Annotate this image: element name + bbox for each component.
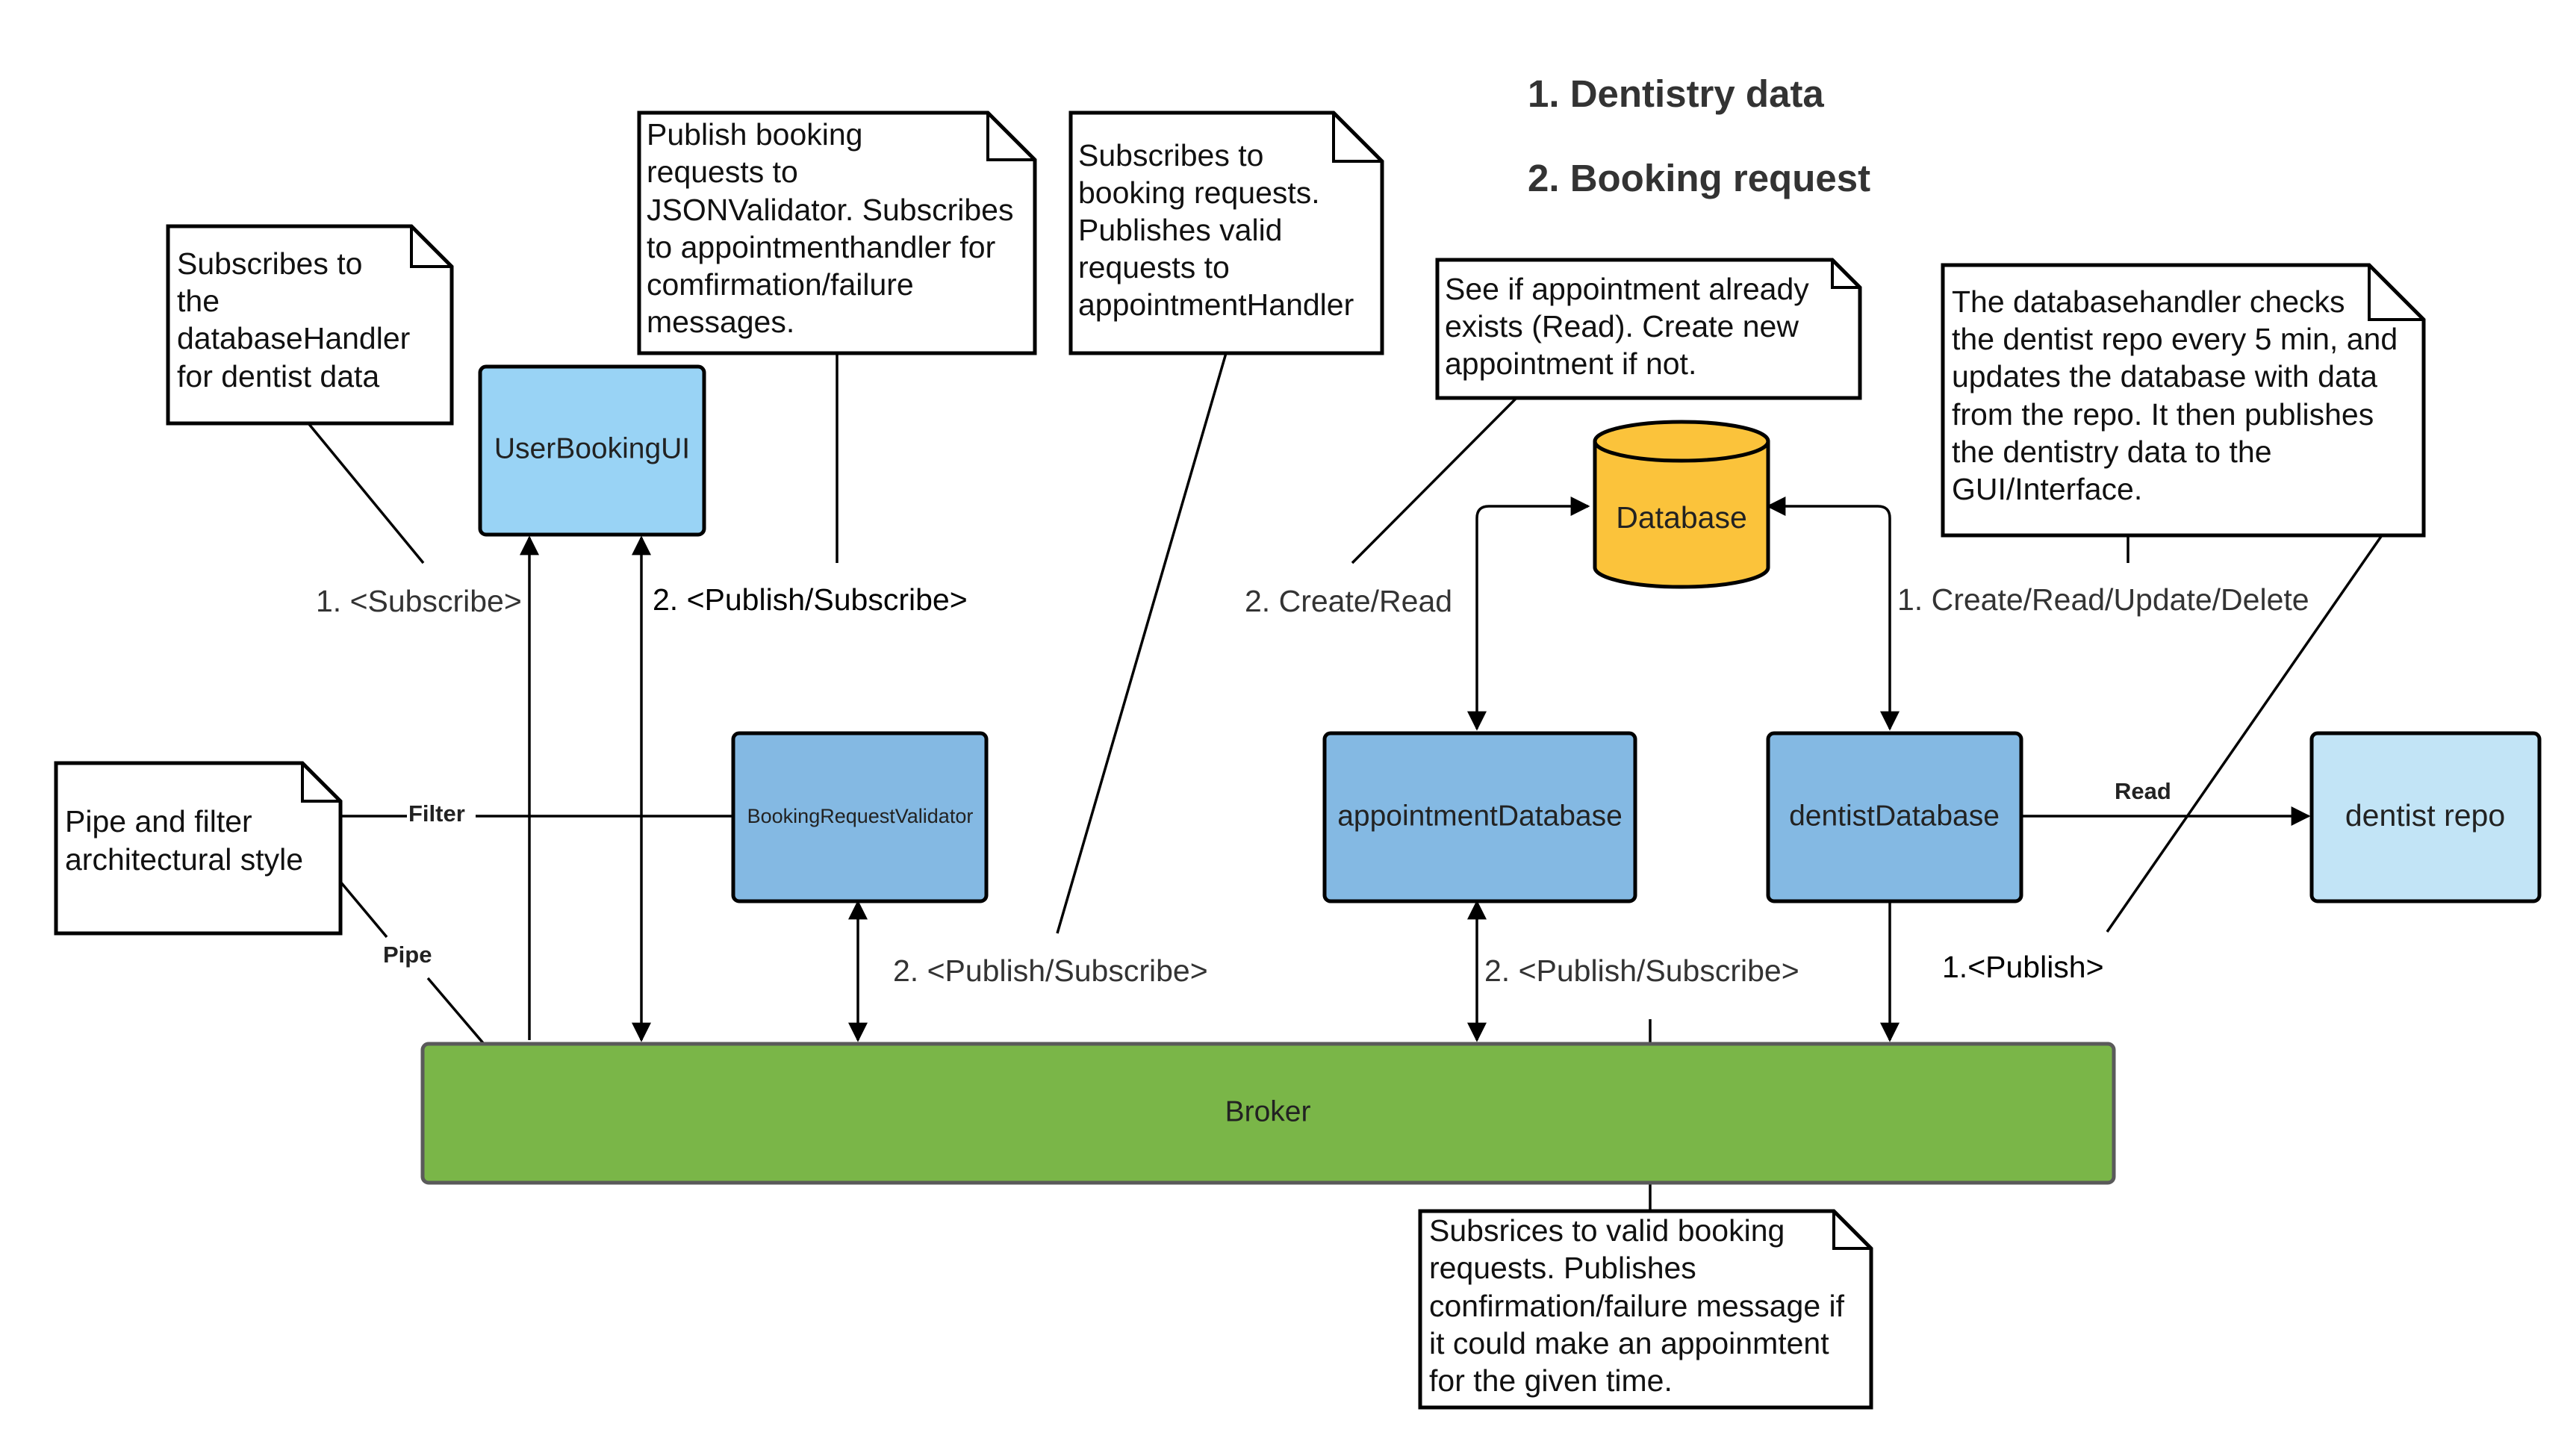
label-crud: 1. Create/Read/Update/Delete — [1897, 582, 2309, 617]
pipe-line-lower — [426, 977, 485, 1045]
note-line: requests to — [1078, 250, 1230, 284]
note-line: exists (Read). Create new — [1445, 309, 1799, 343]
note-line: comfirmation/failure — [647, 267, 914, 302]
database-label: Database — [1616, 500, 1747, 535]
database-cylinder — [1593, 420, 1770, 589]
note-text-pipe-filter: Pipe and filter architectural style — [65, 804, 303, 877]
note-text-appointment-read: See if appointment already exists (Read)… — [1445, 272, 1809, 381]
note-line: confirmation/failure message if — [1429, 1289, 1845, 1323]
note-appointment-read — [1435, 258, 1862, 400]
label-publish-subscribe-ui: 2. <Publish/Subscribe> — [653, 582, 968, 617]
note-leader-database-handler-b — [2106, 535, 2383, 933]
pipe-line-upper — [339, 880, 388, 939]
note-text-validator: Subscribes to booking requests. Publishe… — [1078, 138, 1354, 322]
broker-bar — [420, 1042, 2116, 1185]
note-line: it could make an appoinmtent — [1429, 1326, 1829, 1360]
note-leader-ui-subscribe — [307, 422, 425, 564]
note-pipe-filter — [54, 761, 343, 936]
note-line: from the repo. It then publishes — [1952, 397, 2374, 432]
note-line: the dentist repo every 5 min, and — [1952, 322, 2398, 356]
dentist-repo-label: dentist repo — [2345, 798, 2505, 833]
dentist-database-label: dentistDatabase — [1789, 800, 2000, 832]
booking-request-validator-label: BookingRequestValidator — [747, 805, 974, 827]
appointment-database-label: appointmentDatabase — [1337, 800, 1623, 832]
label-pipe: Pipe — [383, 942, 432, 968]
label-subscribe-ui: 1. <Subscribe> — [316, 584, 522, 618]
note-line: the — [177, 284, 220, 318]
broker-label: Broker — [1225, 1095, 1311, 1127]
note-line: Publishes valid — [1078, 213, 1283, 247]
heading-booking-request: 2. Booking request — [1528, 157, 1870, 199]
note-line: databaseHandler — [177, 321, 410, 355]
note-line: updates the database with data — [1952, 359, 2377, 393]
note-text-ui-subscribe: Subscribes to the databaseHandler for de… — [177, 246, 410, 393]
note-appointment-handler — [1418, 1209, 1873, 1410]
note-line: messages. — [647, 305, 794, 339]
note-line: booking requests. — [1078, 175, 1320, 210]
note-line: requests. Publishes — [1429, 1251, 1696, 1285]
database-dentist-arrow — [1766, 497, 1900, 731]
note-line: See if appointment already — [1445, 272, 1809, 306]
note-line: The databasehandler checks — [1952, 284, 2345, 319]
note-line: for dentist data — [177, 359, 379, 393]
note-line: Subscribes to — [1078, 138, 1263, 172]
note-line: GUI/Interface. — [1952, 472, 2142, 506]
user-booking-ui-box — [478, 364, 706, 537]
note-line: Publish booking — [647, 117, 862, 152]
dentist-repo-box — [2309, 731, 2542, 903]
label-publish-subscribe-validator: 2. <Publish/Subscribe> — [893, 953, 1208, 988]
note-line: Subscribes to — [177, 246, 362, 281]
note-text-ui-publish: Publish booking requests to JSONValidato… — [647, 117, 1013, 339]
label-read: Read — [2115, 778, 2171, 804]
label-filter: Filter — [408, 800, 465, 827]
note-validator — [1068, 111, 1384, 355]
note-line: appointment if not. — [1445, 346, 1696, 381]
database-appointment-arrow — [1467, 497, 1590, 731]
note-ui-publish — [637, 111, 1037, 355]
label-publish-dentist: 1.<Publish> — [1942, 950, 2104, 984]
label-create-read: 2. Create/Read — [1245, 584, 1452, 618]
heading-dentistry-data: 1. Dentistry data — [1528, 72, 1824, 115]
note-ui-subscribe — [166, 224, 454, 426]
user-booking-ui-label: UserBookingUI — [494, 432, 690, 464]
note-text-database-handler: The databasehandler checks the dentist r… — [1952, 284, 2398, 506]
note-line: Pipe and filter — [65, 804, 252, 839]
note-leader-validator — [1056, 352, 1228, 934]
note-line: JSONValidator. Subscribes — [647, 193, 1013, 227]
dentist-database-box — [1766, 731, 2023, 903]
booking-request-validator-box — [731, 731, 989, 903]
note-line: architectural style — [65, 842, 303, 877]
note-line: requests to — [647, 155, 798, 189]
note-text-appointment-handler: Subsrices to valid booking requests. Pub… — [1429, 1213, 1845, 1398]
note-leader-appointment-read — [1351, 396, 1518, 564]
note-line: for the given time. — [1429, 1363, 1673, 1398]
note-line: Subsrices to valid booking — [1429, 1213, 1785, 1248]
note-line: appointmentHandler — [1078, 287, 1354, 322]
appointment-database-box — [1322, 731, 1637, 903]
label-publish-subscribe-appointment: 2. <Publish/Subscribe> — [1484, 953, 1799, 988]
note-line: the dentistry data to the — [1952, 435, 2272, 469]
note-line: to appointmenthandler for — [647, 230, 995, 264]
note-database-handler — [1941, 263, 2426, 538]
